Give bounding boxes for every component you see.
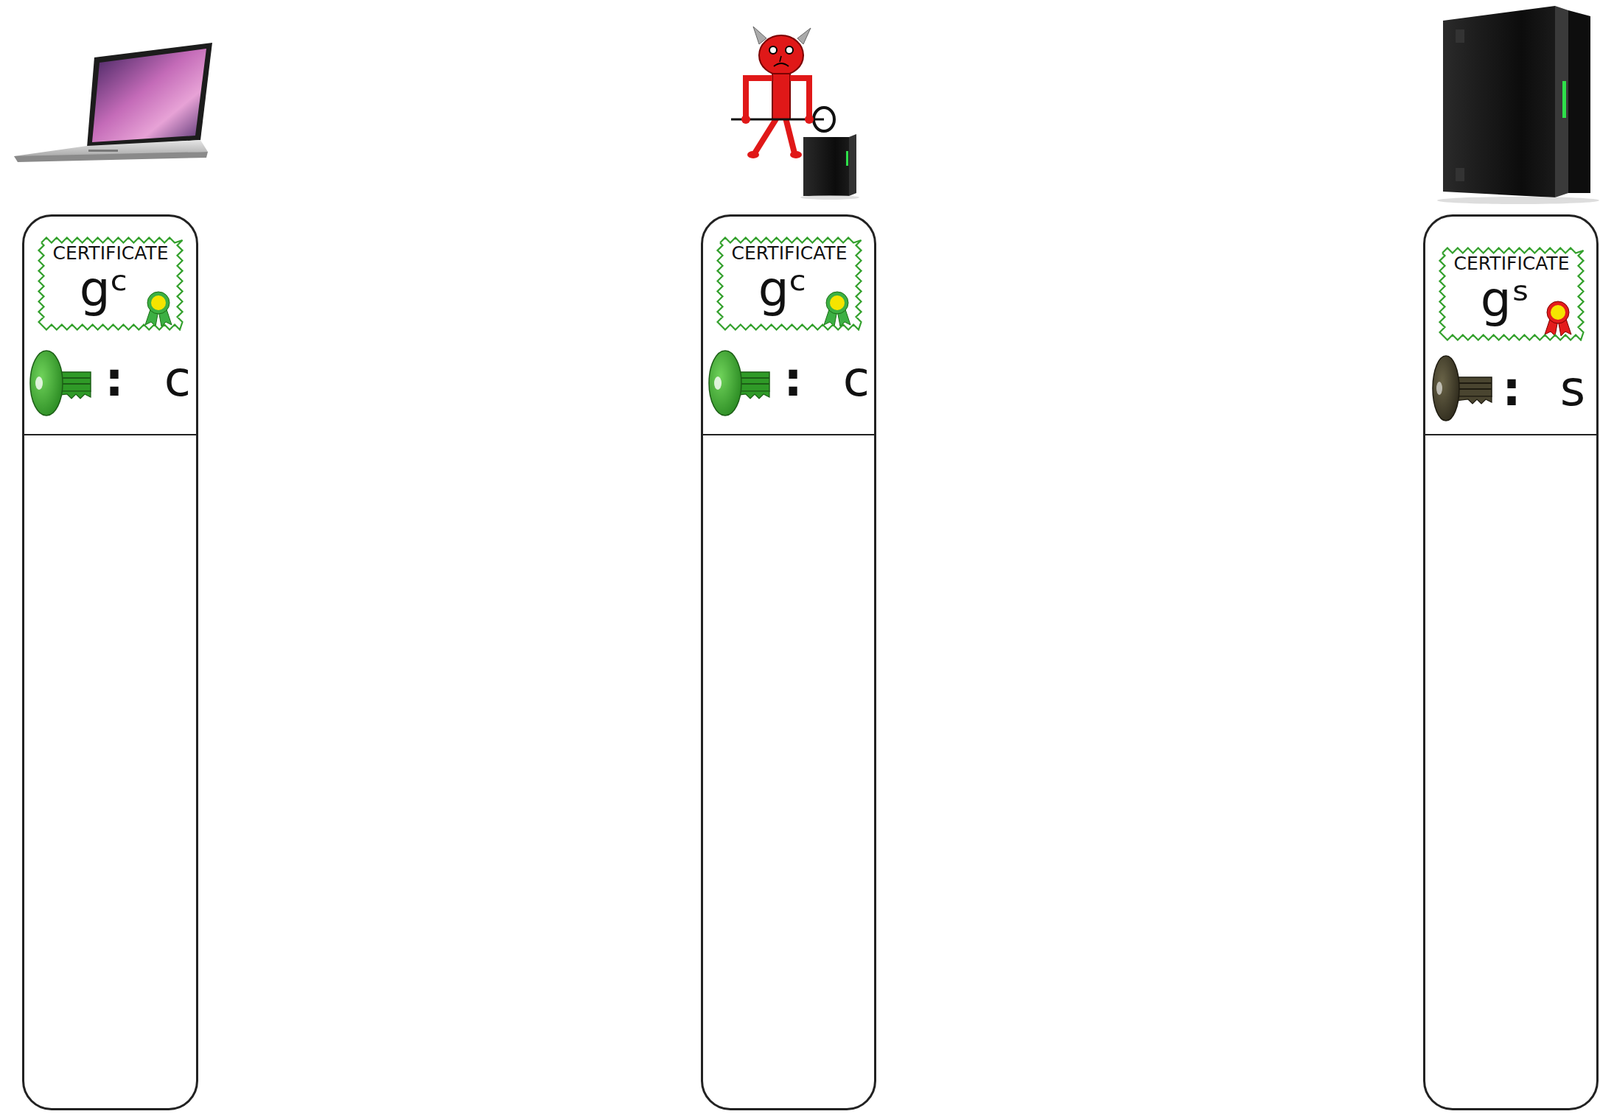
participant-column: : s CERTIFICATE gˢ xyxy=(1423,214,1599,1111)
certificate-box: CERTIFICATE gˢ xyxy=(1438,246,1585,342)
server-icon xyxy=(1437,5,1600,205)
laptop-icon xyxy=(14,42,213,163)
seal-ribbon xyxy=(1544,301,1572,337)
key-separator: : xyxy=(783,355,803,404)
zigzag-border xyxy=(39,238,183,331)
column-divider xyxy=(703,434,875,436)
private-key-label: c xyxy=(164,355,191,404)
certificate-box: CERTIFICATEgᶜ xyxy=(37,236,184,331)
certificate-box: CERTIFICATEgᶜ xyxy=(716,236,863,331)
private-key-icon xyxy=(1432,355,1492,421)
certificate-heading: CERTIFICATE xyxy=(1454,254,1570,273)
key-separator: : xyxy=(104,355,124,404)
public-key-label: gᶜ xyxy=(758,265,808,314)
zigzag-border xyxy=(717,238,862,331)
private-key-label: c xyxy=(843,355,870,404)
participant-column: : c CERTIFICATEgᶜ xyxy=(22,214,199,1111)
public-key-label: gˢ xyxy=(1480,275,1530,325)
seal-ribbon xyxy=(823,291,851,327)
private-key-label: s xyxy=(1560,364,1586,414)
attacker-icon xyxy=(731,26,860,200)
column-divider xyxy=(1425,434,1597,436)
certificate-heading: CERTIFICATE xyxy=(731,243,848,263)
column-divider xyxy=(24,434,197,436)
private-key-icon xyxy=(30,350,91,416)
public-key-label: gᶜ xyxy=(79,265,129,314)
seal-ribbon xyxy=(145,291,172,327)
private-key-icon xyxy=(708,350,770,416)
certificate-heading: CERTIFICATE xyxy=(53,243,169,263)
participant-column: : c CERTIFICATEgᶜ xyxy=(700,214,877,1111)
key-separator: : xyxy=(1501,365,1522,413)
zigzag-border xyxy=(1440,248,1584,341)
